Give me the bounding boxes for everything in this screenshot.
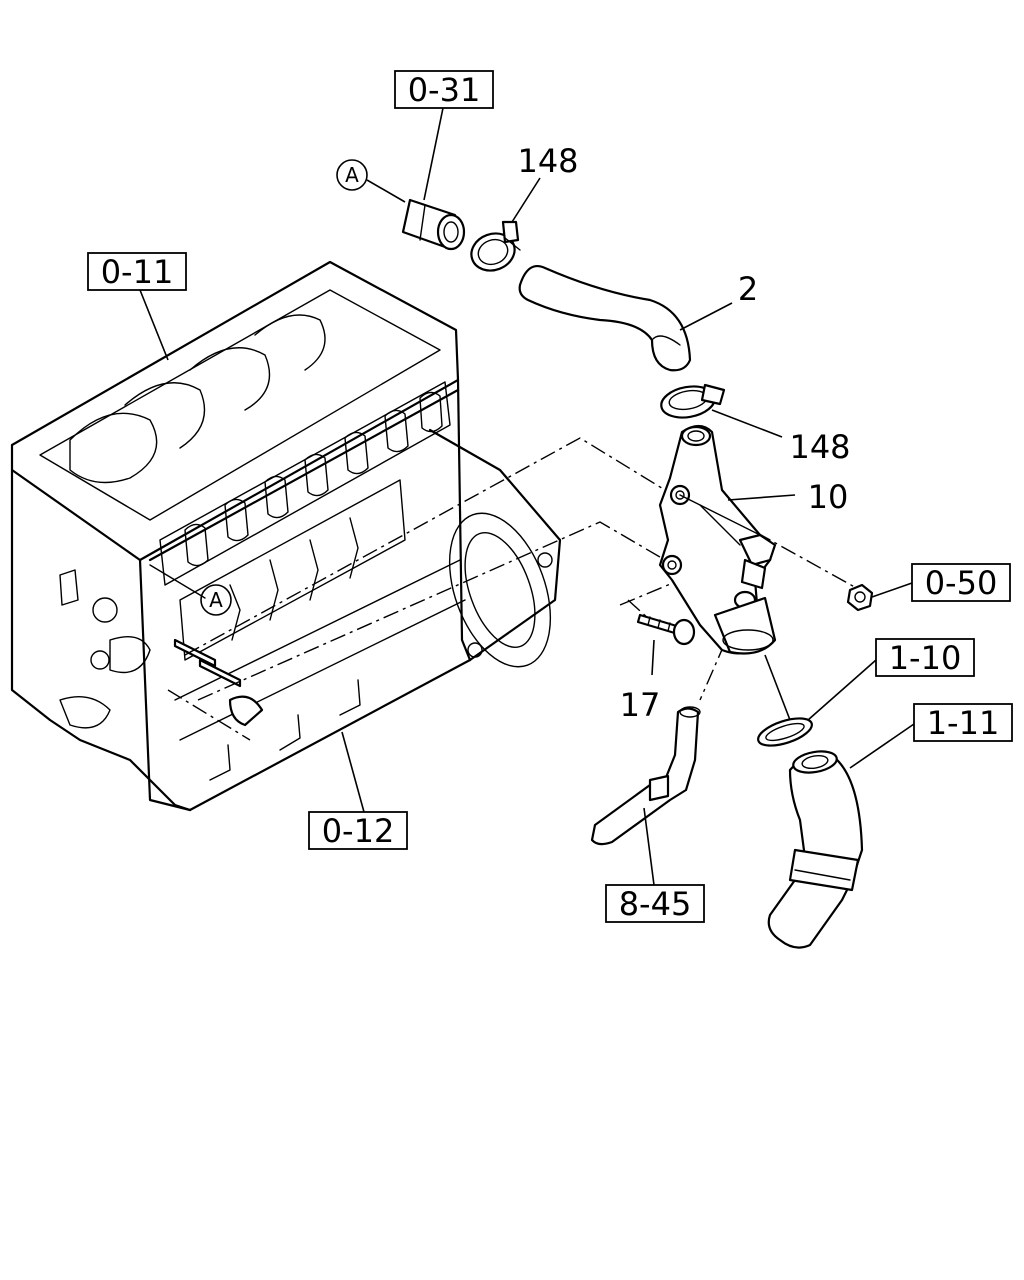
callout-8-45-text: 8-45 xyxy=(619,885,692,923)
leader-lines xyxy=(139,107,915,886)
callout-0-31-text: 0-31 xyxy=(408,71,481,109)
nut xyxy=(846,583,874,612)
marker-a-lower: A xyxy=(200,584,232,616)
water-hose xyxy=(518,264,692,372)
engine-block xyxy=(10,260,562,812)
callout-0-11-text: 0-11 xyxy=(101,253,174,291)
callout-0-50: 0-50 xyxy=(911,563,1011,602)
callout-1-10: 1-10 xyxy=(875,638,975,677)
bypass-pipe xyxy=(401,198,466,251)
callout-0-31: 0-31 xyxy=(394,70,494,109)
water-inlet-pipe xyxy=(767,750,864,949)
clamp-lower xyxy=(660,383,726,419)
marker-a-upper: A xyxy=(336,159,406,203)
clamp-upper xyxy=(470,220,521,272)
callout-0-12-text: 0-12 xyxy=(322,812,395,850)
callout-1-11: 1-11 xyxy=(913,703,1013,742)
gasket xyxy=(757,717,813,747)
part-number-10: 10 xyxy=(808,478,849,516)
callout-0-12: 0-12 xyxy=(308,811,408,850)
flange-bolt xyxy=(636,613,696,646)
small-hose xyxy=(590,706,701,846)
marker-a-upper-text: A xyxy=(345,163,359,187)
part-number-148-lower: 148 xyxy=(789,428,850,466)
callout-0-11: 0-11 xyxy=(87,252,187,291)
callout-8-45: 8-45 xyxy=(605,884,705,923)
part-number-17: 17 xyxy=(620,686,661,724)
callout-1-10-text: 1-10 xyxy=(889,639,962,677)
part-number-148-upper: 148 xyxy=(517,142,578,180)
part-number-2: 2 xyxy=(738,270,758,308)
marker-a-lower-text: A xyxy=(209,588,223,612)
callout-1-11-text: 1-11 xyxy=(927,704,1000,742)
callout-0-50-text: 0-50 xyxy=(925,564,998,602)
thermostat-housing xyxy=(658,424,777,655)
